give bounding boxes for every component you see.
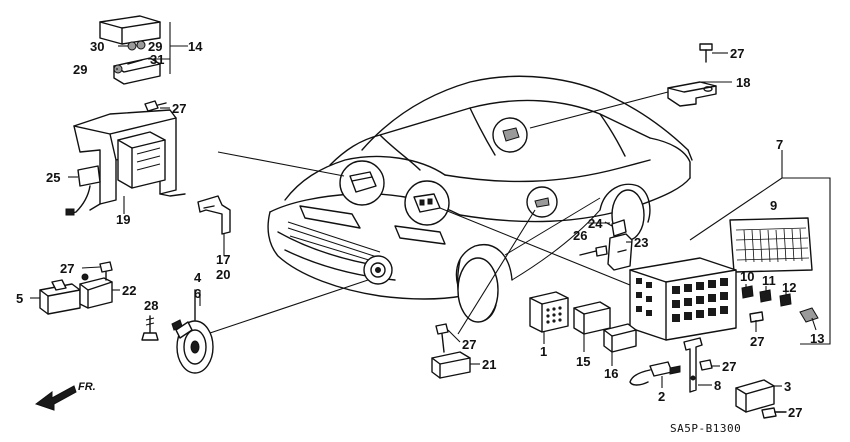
label-ticks [30, 22, 817, 413]
callout-4: 4 [194, 270, 202, 285]
callout-29a: 29 [148, 39, 162, 54]
callout-27c: 27 [60, 261, 74, 276]
callout-19: 19 [116, 212, 130, 227]
bolt-27-mid [699, 359, 713, 371]
callout-7: 7 [776, 137, 783, 152]
bolt-26 [579, 245, 608, 257]
callout-8: 8 [714, 378, 721, 393]
callout-27b: 27 [730, 46, 744, 61]
callout-16: 16 [604, 366, 618, 381]
part-16-relay [603, 323, 637, 353]
callout-2: 2 [658, 389, 665, 404]
callout-23: 23 [634, 235, 648, 250]
part-22-relay [79, 273, 113, 309]
front-direction-label: FR. [78, 381, 96, 393]
part-8-bracket [683, 337, 703, 393]
callout-27a: 27 [172, 101, 186, 116]
part-14-assembly [99, 15, 161, 85]
callout-27f: 27 [722, 359, 736, 374]
callout-31: 31 [150, 52, 164, 67]
callout-27e: 27 [462, 337, 476, 352]
callout-5: 5 [16, 291, 23, 306]
horn [171, 289, 214, 374]
callout-14: 14 [188, 39, 203, 54]
callout-26: 26 [573, 228, 587, 243]
callout-10: 10 [740, 269, 754, 284]
callout-29b: 29 [73, 62, 87, 77]
callout-22: 22 [122, 283, 136, 298]
diagram-code: SA5P-B1300 [670, 422, 741, 435]
part-1-relay [529, 291, 569, 333]
front-direction-arrow: FR. [34, 381, 96, 411]
part-19-bracket [65, 109, 186, 216]
callout-12: 12 [782, 280, 796, 295]
part-18-bracket [667, 81, 717, 107]
callout-18: 18 [736, 75, 750, 90]
bolt-27-top-left [144, 100, 167, 112]
callout-circles [339, 117, 558, 285]
part-17-bracket [197, 195, 231, 235]
callout-28: 28 [144, 298, 158, 313]
callout-20: 20 [216, 267, 230, 282]
leader-lines [209, 91, 669, 335]
fuse-box-region [629, 150, 831, 345]
callout-13: 13 [810, 331, 824, 346]
callout-27d: 27 [750, 334, 764, 349]
callout-9: 9 [770, 198, 777, 213]
bolt-27-top-right [699, 43, 713, 63]
part-21-bracket [431, 323, 471, 379]
callout-21: 21 [482, 357, 496, 372]
callout-27g: 27 [788, 405, 802, 420]
callout-24: 24 [588, 216, 603, 231]
part-3-module [735, 379, 775, 413]
bolt-28 [141, 315, 159, 341]
part-5-relay [39, 279, 81, 315]
callout-11: 11 [762, 273, 776, 288]
bolt-27-left [99, 261, 113, 281]
part-2-connector [629, 361, 681, 386]
callout-30: 30 [90, 39, 104, 54]
callout-labels: 30 29 14 31 29 27 25 19 17 20 27 18 7 9 … [16, 39, 824, 420]
callout-17: 17 [216, 252, 230, 267]
callout-25: 25 [46, 170, 60, 185]
callout-6: 6 [194, 286, 201, 301]
bolt-27-bottom [761, 407, 787, 419]
callout-3: 3 [784, 379, 791, 394]
part-23-bracket [607, 219, 633, 271]
callout-15: 15 [576, 354, 590, 369]
car-body [267, 75, 693, 323]
callout-1: 1 [540, 344, 547, 359]
